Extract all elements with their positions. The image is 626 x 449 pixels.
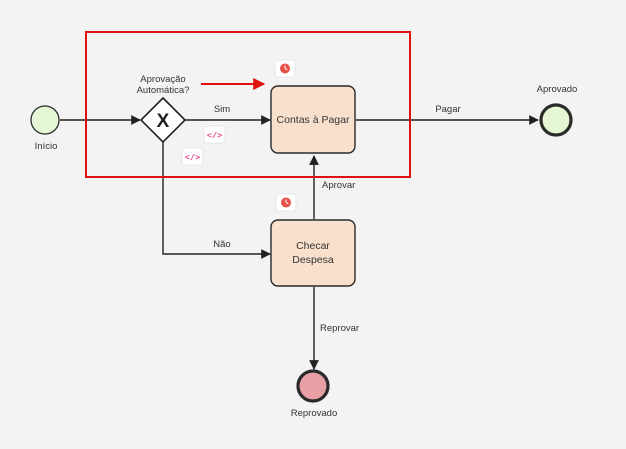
- start-event[interactable]: [30, 105, 60, 135]
- end-event-rejected-label: Reprovado: [291, 408, 337, 419]
- end-event-rejected[interactable]: [296, 369, 330, 403]
- flow-label-reprovar: Reprovar: [320, 323, 359, 334]
- start-event-label: Início: [35, 141, 58, 152]
- task-contas-a-pagar-label: Contas à Pagar: [277, 114, 350, 126]
- flow-label-pagar: Pagar: [435, 104, 460, 115]
- clock-icon: [281, 197, 291, 208]
- gateway-x-icon: X: [157, 111, 170, 132]
- exclusive-gateway[interactable]: [139, 96, 187, 144]
- flow-label-aprovar: Aprovar: [322, 180, 355, 191]
- clock-icon: [280, 63, 290, 74]
- code-badge-sim[interactable]: </>: [203, 125, 226, 144]
- task-contas-a-pagar[interactable]: [270, 85, 356, 154]
- task-checar-despesa-label-line1: Checar: [296, 240, 330, 252]
- timer-badge-checar[interactable]: [275, 193, 297, 212]
- code-icon: </>: [185, 153, 200, 163]
- code-badge-nao[interactable]: </>: [181, 147, 204, 166]
- timer-badge-contas[interactable]: [274, 59, 296, 78]
- end-event-approved-label: Aprovado: [537, 84, 578, 95]
- code-icon: </>: [207, 131, 222, 141]
- task-checar-despesa-label-line2: Despesa: [292, 254, 334, 266]
- gateway-label-line2: Automática?: [137, 85, 190, 96]
- flow-label-nao: Não: [213, 239, 230, 250]
- highlight-box: [85, 31, 411, 178]
- gateway-label-line1: Aprovação: [140, 74, 185, 85]
- flow-nao[interactable]: [162, 142, 271, 259]
- end-event-approved[interactable]: [539, 103, 573, 137]
- task-checar-despesa[interactable]: [270, 219, 356, 287]
- flow-label-sim: Sim: [214, 104, 230, 115]
